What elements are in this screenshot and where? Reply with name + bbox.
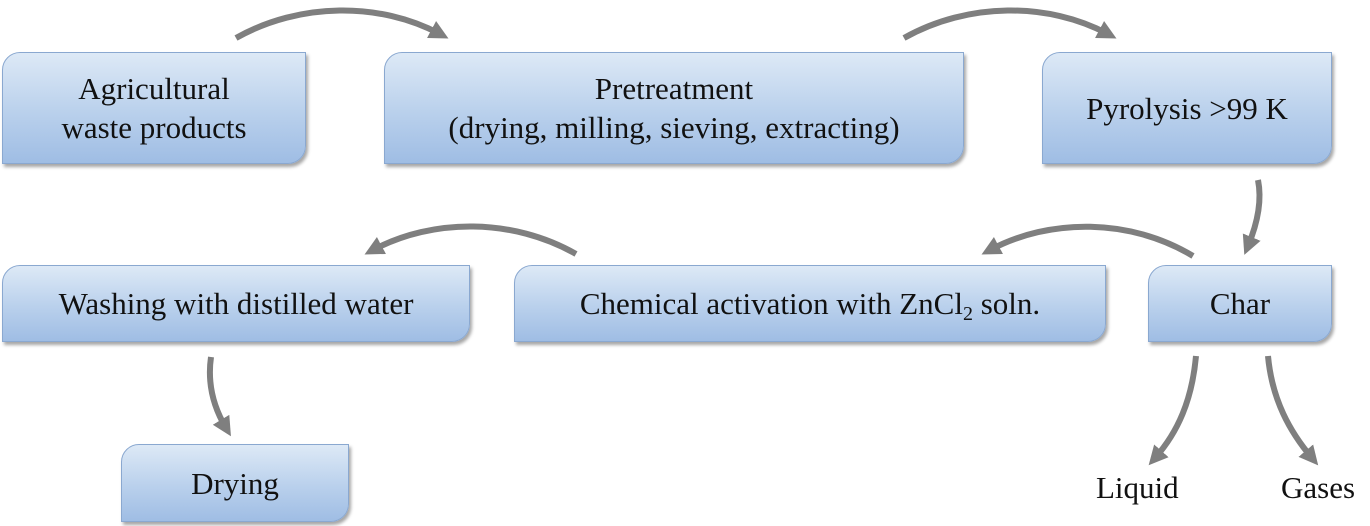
arrow-char-to-liquid bbox=[1148, 355, 1199, 466]
arrow-pyrolysis-to-char bbox=[1242, 179, 1263, 255]
gases-output-label: Gases bbox=[1281, 470, 1356, 505]
agricultural-waste-line1: Agricultural bbox=[78, 71, 230, 106]
pretreatment-line1: Pretreatment bbox=[594, 71, 754, 106]
washing-label: Washing with distilled water bbox=[58, 286, 414, 321]
arrow-char-to-activation bbox=[981, 223, 1195, 259]
pretreatment-box: Pretreatment (drying, milling, sieving, … bbox=[384, 52, 964, 164]
arrow-char-to-gases bbox=[1265, 355, 1319, 466]
agricultural-waste-box: Agricultural waste products bbox=[2, 52, 306, 164]
washing-box: Washing with distilled water bbox=[2, 265, 470, 342]
drying-box: Drying bbox=[121, 444, 349, 522]
chemical-activation-box: Chemical activation with ZnCl2 soln. bbox=[514, 265, 1106, 342]
arrow-washing-to-drying bbox=[206, 356, 231, 437]
agricultural-waste-line2: waste products bbox=[61, 110, 247, 145]
chemical-activation-text: Chemical activation with ZnCl bbox=[579, 286, 963, 321]
chemical-activation-label: Chemical activation with ZnCl2 soln. bbox=[579, 284, 1041, 325]
drying-label: Drying bbox=[191, 465, 279, 501]
arrow-agricultural-to-pretreatment bbox=[234, 7, 449, 41]
pyrolysis-label: Pyrolysis >99 K bbox=[1086, 90, 1288, 126]
pretreatment-line2: (drying, milling, sieving, extracting) bbox=[448, 110, 900, 145]
chemical-activation-subscript: 2 bbox=[962, 303, 973, 325]
chemical-activation-suffix: soln. bbox=[972, 286, 1041, 321]
arrow-pretreatment-to-pyrolysis bbox=[902, 7, 1117, 41]
char-label: Char bbox=[1209, 286, 1271, 321]
arrow-activation-to-washing bbox=[364, 223, 578, 257]
pyrolysis-box: Pyrolysis >99 K bbox=[1042, 52, 1332, 164]
liquid-output-label: Liquid bbox=[1096, 470, 1179, 505]
char-box: Char bbox=[1148, 265, 1332, 342]
